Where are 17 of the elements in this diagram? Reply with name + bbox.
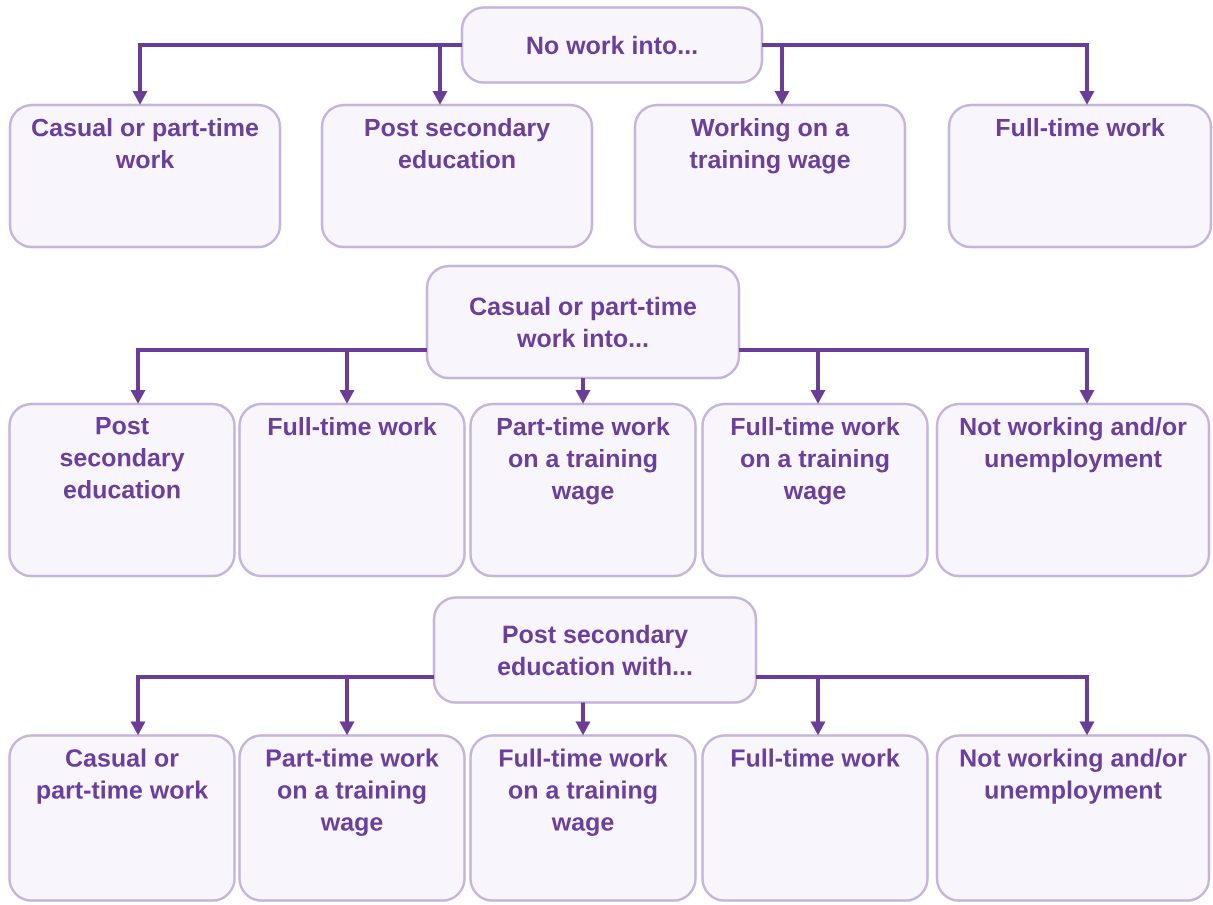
outcome-box: Full-time work on a training wage	[701, 402, 929, 578]
outcome-box: Not working and/or unemployment	[935, 402, 1211, 578]
outcome-box: Part-time work on a training wage	[469, 402, 697, 578]
outcome-box: Full-time work on a training wage	[469, 734, 697, 902]
heading-box: Casual or part-time work into...	[425, 264, 741, 380]
outcome-box: Full-time work	[238, 402, 466, 578]
outcome-box: Post secondary education	[320, 103, 594, 249]
outcome-box: Part-time work on a training wage	[238, 734, 466, 902]
outcome-box: Casual or part-time work	[8, 103, 282, 249]
outcome-box: Full-time work	[701, 734, 929, 902]
heading-box: No work into...	[460, 6, 764, 84]
outcome-box: Post secondary education	[8, 402, 236, 578]
outcome-box: Casual or part-time work	[8, 734, 236, 902]
outcome-box: Full-time work	[947, 103, 1213, 249]
heading-box: Post secondary education with...	[432, 596, 758, 704]
outcome-box: Working on a training wage	[633, 103, 907, 249]
outcome-box: Not working and/or unemployment	[935, 734, 1211, 902]
